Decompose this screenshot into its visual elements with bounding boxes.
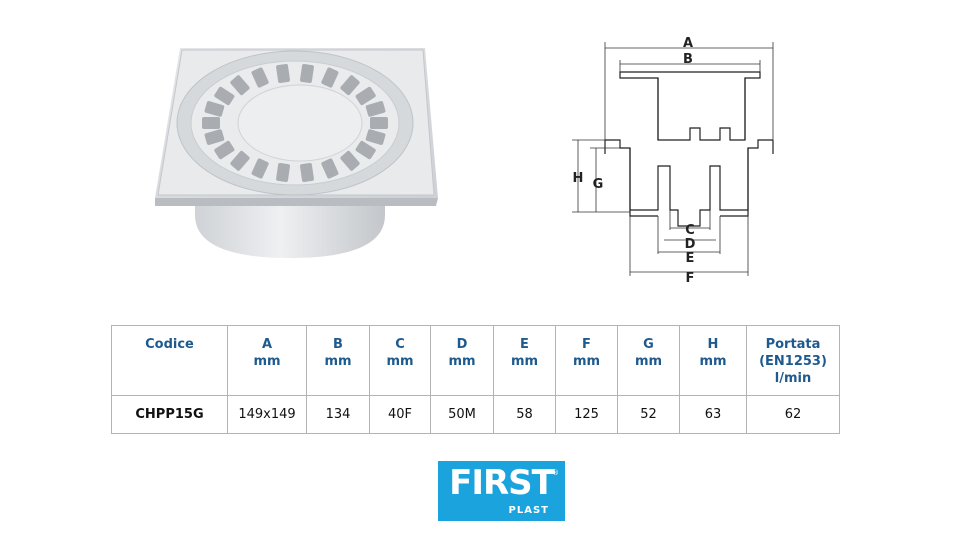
column-header-line: mm xyxy=(634,354,663,369)
table-cell: 125 xyxy=(555,395,618,434)
column-header: Codice xyxy=(111,325,228,396)
dim-label-e: E xyxy=(686,251,695,266)
column-header-line: mm xyxy=(699,354,727,369)
column-header-line: mm xyxy=(253,354,281,369)
column-header-line: mm xyxy=(572,354,601,369)
table-cell: 63 xyxy=(679,395,747,434)
logo-registered-mark: ® xyxy=(552,469,559,477)
column-header-line: mm xyxy=(448,354,476,369)
column-header-line: Portata xyxy=(765,337,821,352)
column-header-line: mm xyxy=(510,354,539,369)
column-header-line: mm xyxy=(324,354,352,369)
dim-label-g: G xyxy=(593,177,604,192)
column-header-line: (EN1253) xyxy=(759,354,827,369)
technical-drawing: A B H G C D E F xyxy=(572,36,774,286)
column-header-line: l/min xyxy=(774,371,812,386)
column-header-line: A xyxy=(261,337,273,352)
dim-label-b: B xyxy=(683,52,693,67)
column-header: Portata (EN1253) l/min xyxy=(746,325,840,396)
dim-label-a: A xyxy=(683,36,693,51)
column-header-line: B xyxy=(333,337,343,352)
logo-brand: FIRST xyxy=(449,463,555,503)
table-cell: 52 xyxy=(617,395,680,434)
product-photo xyxy=(155,48,438,258)
column-header-line: G xyxy=(643,337,654,352)
column-header-line: Codice xyxy=(145,337,194,352)
table-cell: 62 xyxy=(746,395,840,434)
table-cell: 40F xyxy=(369,395,431,434)
column-header-line: mm xyxy=(386,354,414,369)
table-cell: 134 xyxy=(306,395,370,434)
table-cell: 149x149 xyxy=(227,395,307,434)
column-header-line: D xyxy=(456,337,468,352)
dim-label-d: D xyxy=(685,237,696,252)
column-header-line: H xyxy=(707,337,719,352)
table-cell: 50M xyxy=(430,395,494,434)
dim-label-h: H xyxy=(573,171,584,186)
product-code-cell: CHPP15G xyxy=(111,395,228,434)
column-header-line: C xyxy=(395,337,405,352)
first-plast-logo: FIRST ® PLAST xyxy=(438,461,565,521)
dim-label-c: C xyxy=(685,223,695,238)
table-cell: 58 xyxy=(493,395,556,434)
column-header-line: E xyxy=(520,337,529,352)
column-header-line: F xyxy=(582,337,591,352)
dim-label-f: F xyxy=(686,271,695,286)
logo-sub: PLAST xyxy=(508,505,549,516)
